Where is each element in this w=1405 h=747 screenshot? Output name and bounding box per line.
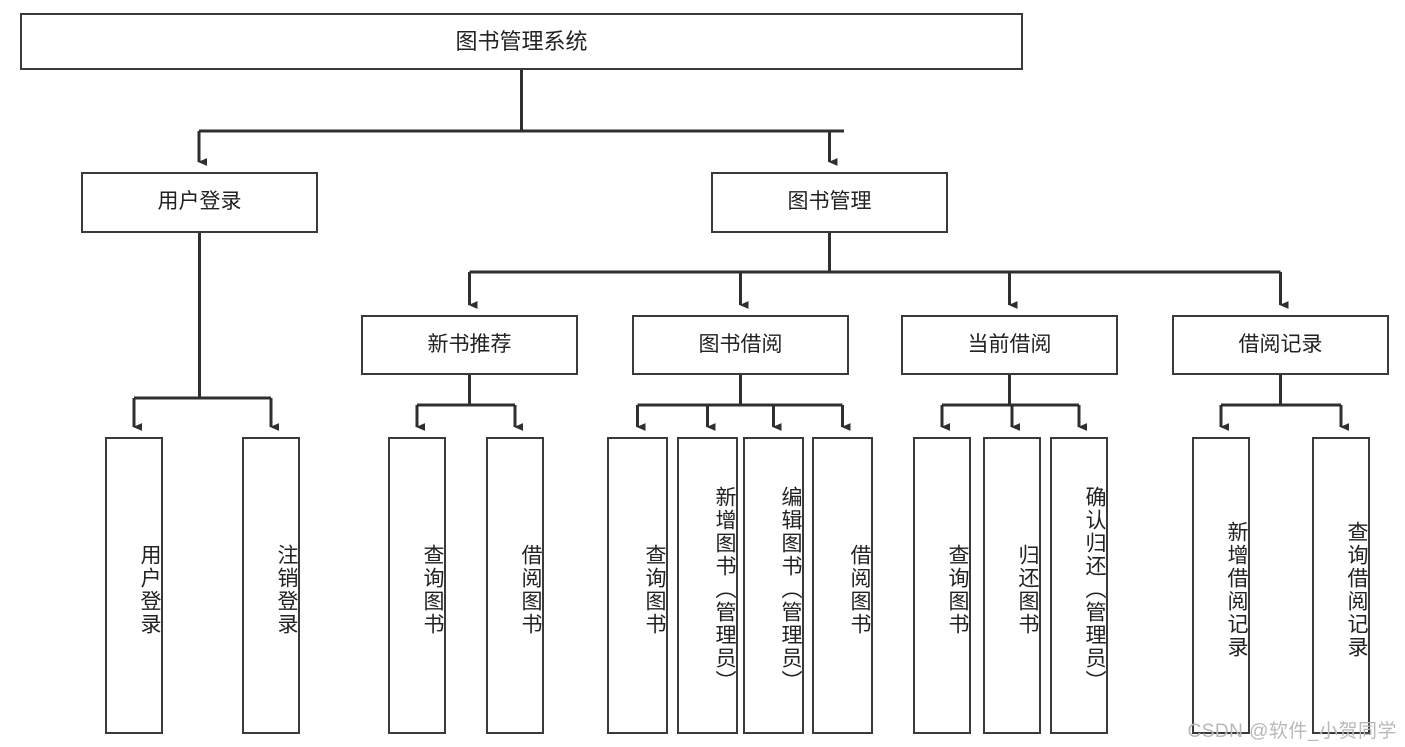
leaf-logout-login[interactable]: 注销登录 xyxy=(242,437,300,734)
leaf-user-login-label: 用户登录 xyxy=(138,543,161,636)
leaf-borrow-book-1-label: 借阅图书 xyxy=(519,543,542,636)
node-book-borrow-label: 图书借阅 xyxy=(698,332,783,356)
leaf-edit-book-admin[interactable]: 编辑图书（管理员） xyxy=(743,437,804,734)
node-borrow-record[interactable]: 借阅记录 xyxy=(1172,315,1389,375)
leaf-add-borrow-record[interactable]: 新增借阅记录 xyxy=(1192,437,1250,734)
node-book-manage-label: 图书管理 xyxy=(787,190,872,214)
leaf-add-book-admin[interactable]: 新增图书（管理员） xyxy=(677,437,738,734)
leaf-query-borrow-record[interactable]: 查询借阅记录 xyxy=(1312,437,1370,734)
leaf-return-book-label: 归还图书 xyxy=(1016,543,1039,636)
leaf-query-book-3-label: 查询图书 xyxy=(946,543,969,636)
node-user-login-label: 用户登录 xyxy=(157,190,242,214)
leaf-user-login[interactable]: 用户登录 xyxy=(105,437,163,734)
leaf-query-book-2[interactable]: 查询图书 xyxy=(607,437,668,734)
leaf-query-book-1-label: 查询图书 xyxy=(421,543,444,636)
node-new-book-recommend[interactable]: 新书推荐 xyxy=(361,315,578,375)
node-borrow-record-label: 借阅记录 xyxy=(1238,332,1323,356)
node-root-label: 图书管理系统 xyxy=(455,28,588,54)
leaf-query-book-2-label: 查询图书 xyxy=(643,543,666,636)
node-book-borrow[interactable]: 图书借阅 xyxy=(632,315,849,375)
node-current-borrow[interactable]: 当前借阅 xyxy=(901,315,1118,375)
leaf-query-borrow-record-label: 查询借阅记录 xyxy=(1345,520,1368,659)
leaf-add-book-admin-label: 新增图书（管理员） xyxy=(713,486,736,693)
node-root[interactable]: 图书管理系统 xyxy=(20,13,1023,70)
node-new-book-recommend-label: 新书推荐 xyxy=(427,332,512,356)
leaf-query-book-3[interactable]: 查询图书 xyxy=(913,437,971,734)
leaf-return-book[interactable]: 归还图书 xyxy=(983,437,1041,734)
leaf-borrow-book-1[interactable]: 借阅图书 xyxy=(486,437,544,734)
leaf-logout-login-label: 注销登录 xyxy=(275,543,298,636)
node-book-manage[interactable]: 图书管理 xyxy=(711,172,948,233)
leaf-confirm-return-admin[interactable]: 确认归还（管理员） xyxy=(1050,437,1108,734)
leaf-confirm-return-admin-label: 确认归还（管理员） xyxy=(1083,486,1106,693)
node-current-borrow-label: 当前借阅 xyxy=(967,332,1052,356)
leaf-borrow-book-2[interactable]: 借阅图书 xyxy=(812,437,873,734)
leaf-query-book-1[interactable]: 查询图书 xyxy=(388,437,446,734)
watermark: CSDN @软件_小贺同学 xyxy=(1187,721,1397,742)
leaf-borrow-book-2-label: 借阅图书 xyxy=(848,543,871,636)
leaf-edit-book-admin-label: 编辑图书（管理员） xyxy=(779,486,802,693)
leaf-add-borrow-record-label: 新增借阅记录 xyxy=(1225,520,1248,659)
node-user-login[interactable]: 用户登录 xyxy=(81,172,318,233)
